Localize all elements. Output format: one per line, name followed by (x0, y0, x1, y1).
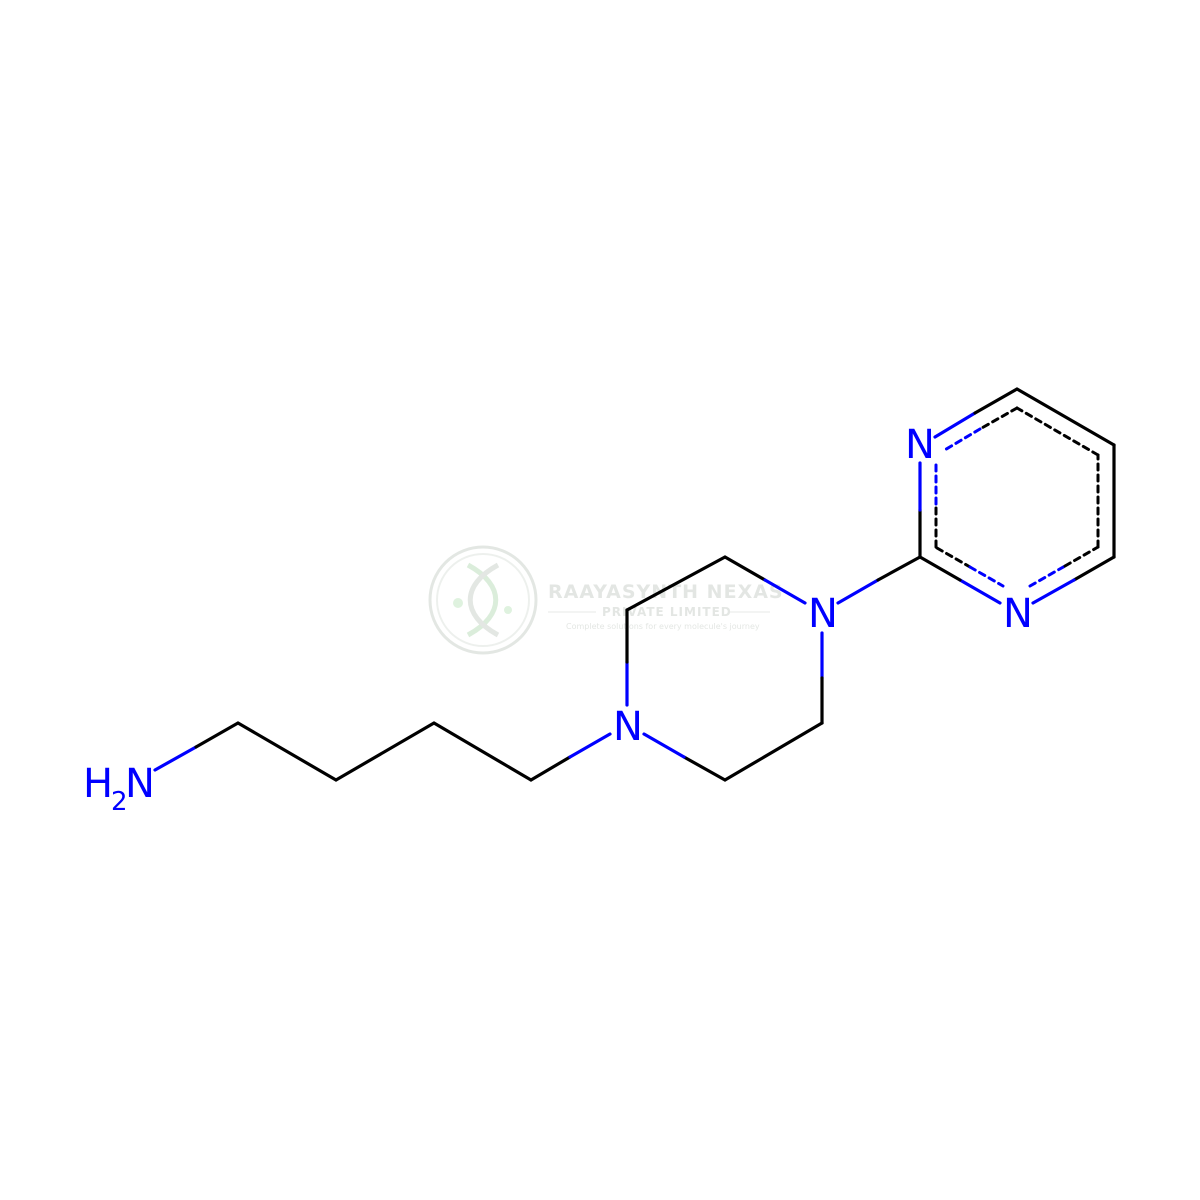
bonds (153, 387, 1116, 782)
bond-cd-n1-b (642, 732, 686, 759)
bond-c4-n1-b (568, 732, 612, 759)
bond-n1p-c6-b (973, 387, 1019, 415)
bond-n4-c2-b (876, 555, 922, 582)
bond-n3p-c2-b (918, 555, 962, 582)
bond-c4-n1 (529, 755, 572, 782)
bond-cb-n4 (723, 555, 767, 582)
bond-n1p-c6 (933, 411, 977, 439)
watermark-tagline: Complete solutions for every molecule's … (566, 622, 760, 631)
dna-helix-logo-icon (428, 545, 538, 655)
amine-h-subscript: 2 (111, 787, 128, 817)
bond-n3p-c2 (958, 578, 1002, 605)
piperazine-n4-label: N (808, 591, 838, 637)
watermark-company: RAAYASYNTH NEXAS (548, 581, 784, 603)
bond-c6-c5 (1015, 387, 1116, 447)
amine-n-label: N (125, 761, 155, 807)
bond-cb-n4-b (763, 578, 807, 605)
piperazine-n1-label: N (613, 704, 643, 750)
bond-n4-c2 (836, 578, 880, 605)
bond-ca-cb (625, 555, 727, 612)
bond-c3-c4 (432, 721, 533, 782)
watermark-subtitle: PRIVATE LIMITED (602, 605, 732, 619)
bond-c4-n3p (1072, 555, 1116, 582)
bond-nh2-c1-b (194, 721, 240, 749)
bond-nh2-c1 (153, 745, 198, 772)
atom-labels: H 2 N N N N N (83, 422, 1033, 817)
bond-cc-cd (723, 721, 824, 782)
amine-h-label: H (83, 761, 113, 807)
aromatic-ring-dashes (934, 406, 1100, 588)
bond-cd-n1 (682, 755, 727, 782)
pyrimidine-n3-label: N (1003, 591, 1033, 637)
bond-c1-c2 (236, 721, 338, 782)
watermark: RAAYASYNTH NEXAS PRIVATE LIMITED Complet… (428, 545, 784, 655)
pyrimidine-n1-label: N (905, 422, 935, 468)
bond-c4-n3p-b (1031, 578, 1076, 605)
bond-c2-c3 (334, 721, 436, 782)
